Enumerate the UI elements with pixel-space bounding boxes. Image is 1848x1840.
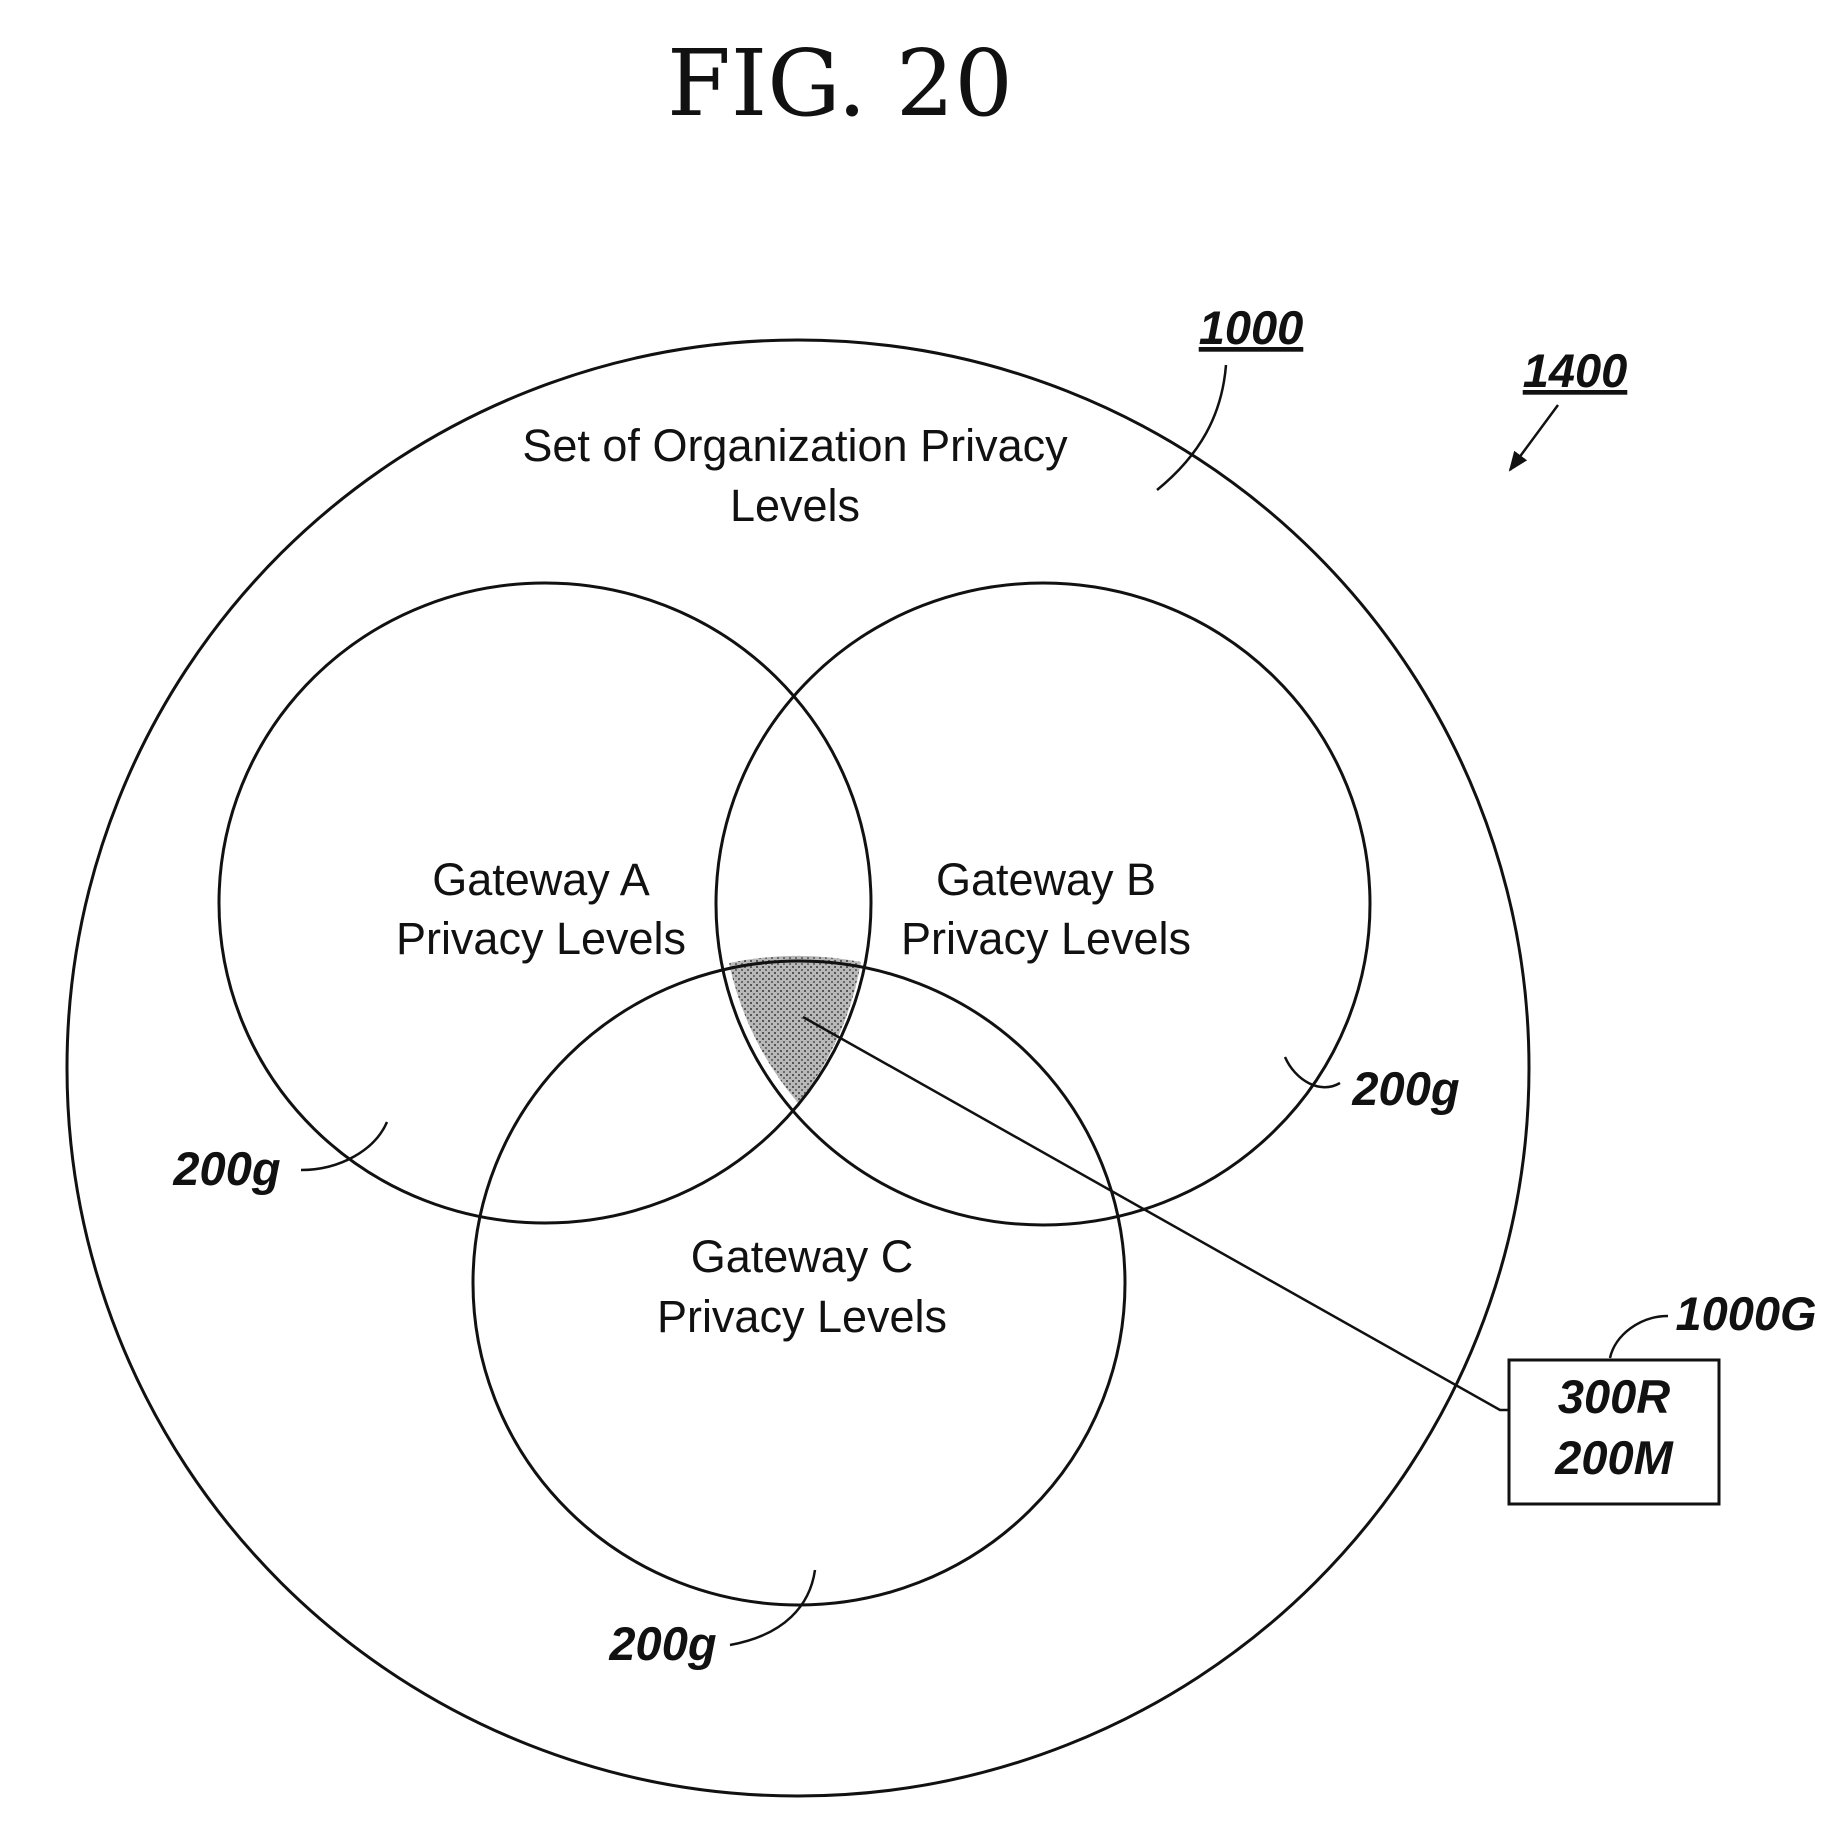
ref-1000-label: 1000: [1199, 301, 1304, 354]
gateway-a-label-line2: Privacy Levels: [396, 913, 686, 964]
intersection-box-line1: 300R: [1558, 1370, 1670, 1423]
gateway-c-ref-leader: [730, 1570, 815, 1645]
gateway-a-label-line1: Gateway A: [432, 854, 650, 905]
intersection-abc-region: [729, 956, 861, 1103]
gateway-b-ref-leader: [1285, 1057, 1340, 1087]
ref-1000g-leader: [1610, 1316, 1668, 1358]
ref-1400-label: 1400: [1523, 344, 1628, 397]
gateway-c-ref-label: 200g: [608, 1617, 716, 1670]
intersection-box-line2: 200M: [1554, 1431, 1673, 1484]
gateway-c-label-line2: Privacy Levels: [657, 1291, 947, 1342]
outer-set-label-line2: Levels: [730, 480, 860, 531]
figure-title: FIG. 20: [667, 30, 1013, 137]
gateway-b-ref-label: 200g: [1351, 1062, 1459, 1115]
gateway-a-ref-label: 200g: [172, 1142, 280, 1195]
gateway-c-label-line1: Gateway C: [691, 1231, 914, 1282]
gateway-b-label-line2: Privacy Levels: [901, 913, 1191, 964]
outer-set-label-line1: Set of Organization Privacy: [522, 420, 1068, 471]
gateway-b-label-line1: Gateway B: [936, 854, 1156, 905]
ref-1000g-label: 1000G: [1675, 1287, 1816, 1340]
ref-1400-arrow: [1510, 405, 1558, 470]
